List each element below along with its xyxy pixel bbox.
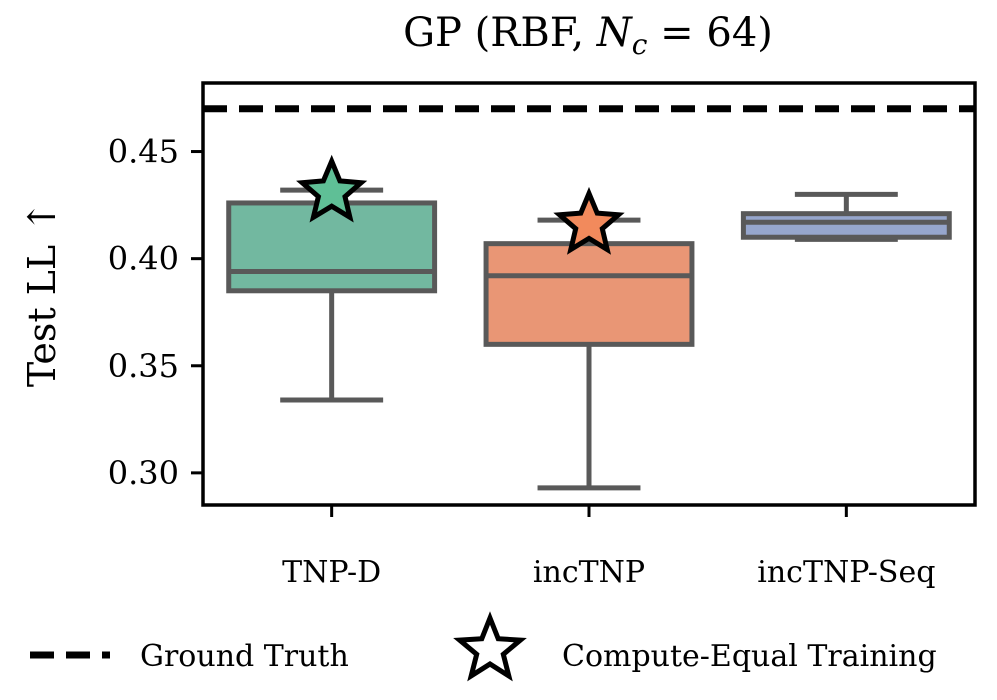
legend: Ground Truth Compute-Equal Training: [30, 611, 937, 682]
compute-equal-star: [553, 186, 625, 255]
y-tick-label: 0.35: [108, 347, 179, 385]
y-tick-label: 0.40: [108, 240, 179, 278]
chart-title: GP (RBF, Nc = 64): [403, 10, 773, 61]
x-tick-label: TNP-D: [282, 555, 381, 590]
box-tnp-d: [226, 154, 438, 403]
y-tick-label: 0.45: [108, 133, 179, 171]
y-axis-label: Test LL ↑: [20, 201, 64, 387]
y-tick-label: 0.30: [108, 454, 179, 492]
plot-frame: [201, 81, 977, 507]
box-inctnp-seq: [740, 191, 952, 242]
box-body: [226, 200, 438, 294]
legend-label-ground-truth: Ground Truth: [140, 639, 349, 674]
box-body: [740, 211, 952, 240]
x-tick-label: incTNP: [533, 555, 645, 590]
box-body: [483, 241, 695, 347]
x-tick-label: incTNP-Seq: [757, 555, 935, 590]
compute-equal-star: [296, 154, 368, 223]
legend-label-compute-equal-training: Compute-Equal Training: [562, 639, 937, 674]
legend-star-swatch: [453, 611, 527, 682]
box-inctnp: [483, 186, 695, 491]
